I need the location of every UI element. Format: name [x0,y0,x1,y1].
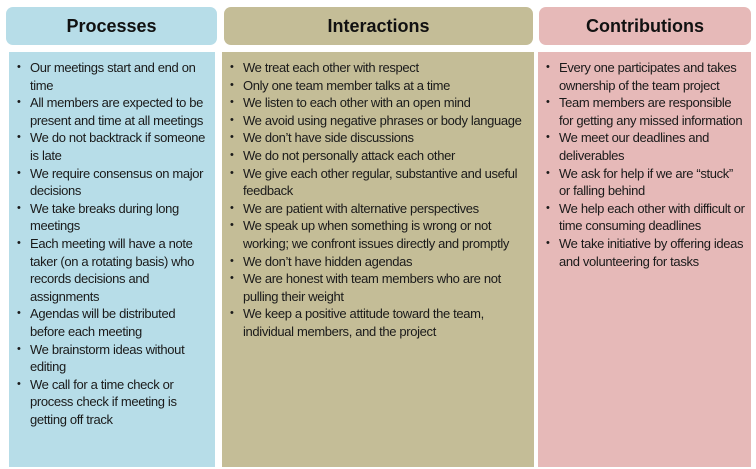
list-item: Agendas will be distributed before each … [17,305,209,340]
list-item: Our meetings start and end on time [17,59,209,94]
list-item: We do not backtrack if someone is late [17,129,209,164]
list-item: We keep a positive attitude toward the t… [230,305,528,340]
list-item: We are patient with alternative perspect… [230,200,528,218]
processes-list: Our meetings start and end on time All m… [9,52,215,428]
list-item: We require consensus on major decisions [17,165,209,200]
list-item: Only one team member talks at a time [230,77,528,95]
contributions-list-panel: Every one participates and takes ownersh… [538,52,751,467]
list-item: We don’t have hidden agendas [230,253,528,271]
list-item: We avoid using negative phrases or body … [230,112,528,130]
list-item: We help each other with difficult or tim… [546,200,745,235]
list-item: We call for a time check or process chec… [17,376,209,429]
list-item: We give each other regular, substantive … [230,165,528,200]
list-item: We ask for help if we are “stuck” or fal… [546,165,745,200]
list-item: Team members are responsible for getting… [546,94,745,129]
list-item: Every one participates and takes ownersh… [546,59,745,94]
processes-title: Processes [66,15,157,36]
interactions-header: Interactions [224,7,533,45]
list-item: We listen to each other with an open min… [230,94,528,112]
list-item: We treat each other with respect [230,59,528,77]
contributions-header: Contributions [539,7,751,45]
list-item: We take breaks during long meetings [17,200,209,235]
interactions-list: We treat each other with respect Only on… [222,52,534,341]
list-item: Each meeting will have a note taker (on … [17,235,209,305]
contributions-list: Every one participates and takes ownersh… [538,52,751,270]
list-item: We take initiative by offering ideas and… [546,235,745,270]
interactions-title: Interactions [327,15,430,36]
contributions-title: Contributions [586,15,704,36]
interactions-list-panel: We treat each other with respect Only on… [222,52,534,467]
list-item: We do not personally attack each other [230,147,528,165]
list-item: We don’t have side discussions [230,129,528,147]
list-item: We meet our deadlines and deliverables [546,129,745,164]
list-item: All members are expected to be present a… [17,94,209,129]
list-item: We speak up when something is wrong or n… [230,217,528,252]
processes-header: Processes [6,7,217,45]
list-item: We are honest with team members who are … [230,270,528,305]
list-item: We brainstorm ideas without editing [17,341,209,376]
processes-list-panel: Our meetings start and end on time All m… [9,52,215,467]
